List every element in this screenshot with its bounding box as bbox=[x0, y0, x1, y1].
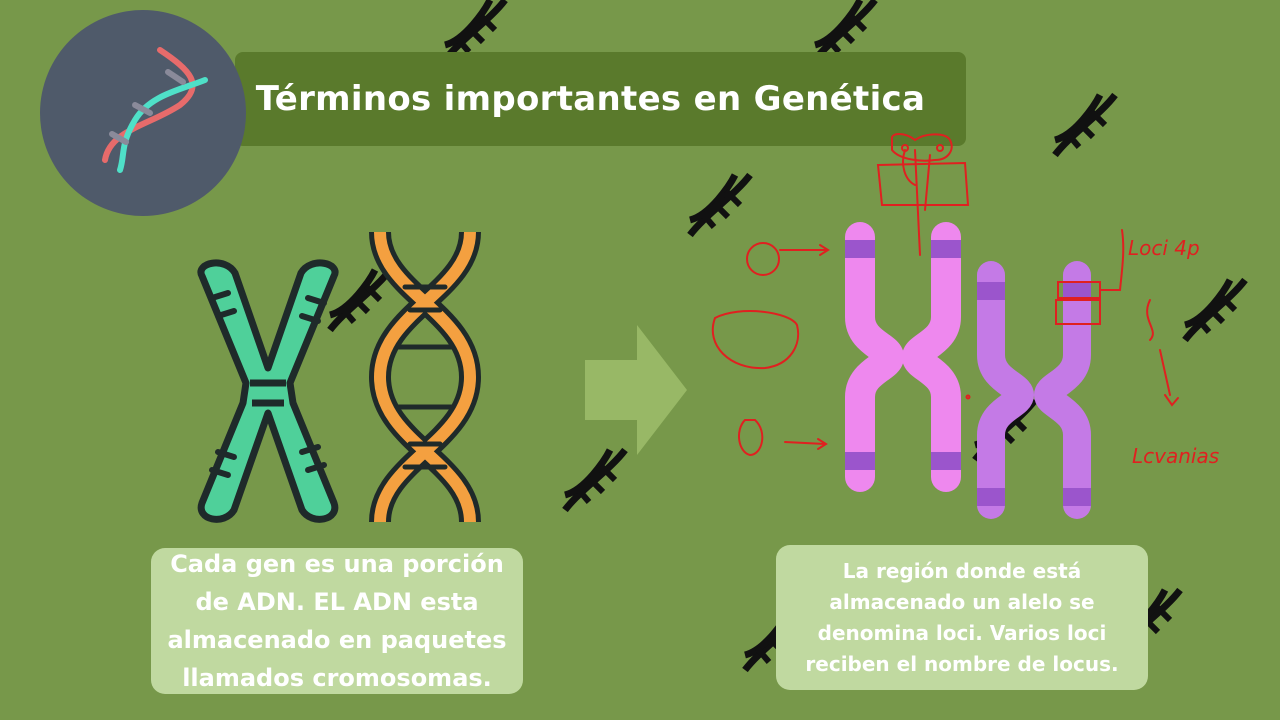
dna-icon bbox=[102, 47, 208, 173]
page-title: Términos importantes en Genética bbox=[255, 79, 926, 119]
title-bar: Términos importantes en Genética bbox=[235, 52, 966, 146]
caption-left-text: Cada gen es una porción de ADN. EL ADN e… bbox=[167, 550, 507, 692]
caption-left: Cada gen es una porción de ADN. EL ADN e… bbox=[151, 548, 523, 694]
loci-label: Loci 4p bbox=[1128, 236, 1200, 260]
arrow-right-icon bbox=[585, 325, 687, 455]
double-helix-icon bbox=[368, 231, 482, 523]
locus-label: Lcvanias bbox=[1132, 444, 1219, 468]
caption-right-text: La región donde está almacenado un alelo… bbox=[805, 558, 1119, 676]
chromosome-pink bbox=[845, 222, 961, 492]
caption-right: La región donde está almacenado un alelo… bbox=[776, 545, 1148, 690]
chromosome-icon bbox=[197, 259, 339, 523]
chromosome-purple bbox=[977, 261, 1091, 519]
